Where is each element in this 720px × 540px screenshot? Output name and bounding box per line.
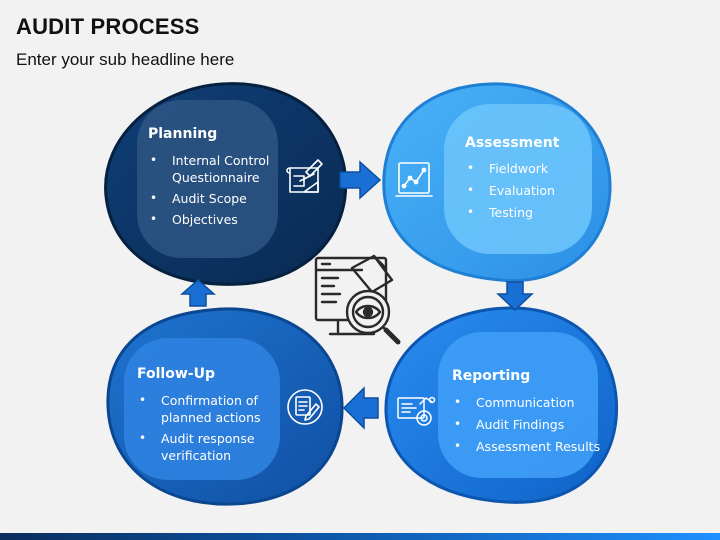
list-item: Internal Control Questionnaire (148, 152, 278, 186)
page-title: AUDIT PROCESS (16, 14, 200, 39)
planning-content: Planning Internal Control Questionnaire … (148, 126, 278, 232)
document-edit-icon (287, 389, 323, 425)
assessment-content: Assessment Fieldwork Evaluation Testing (465, 135, 585, 226)
audit-magnifier-eye-icon (314, 254, 401, 345)
report-dashboard-icon (397, 396, 436, 426)
arrow-left (342, 386, 379, 430)
planning-title: Planning (148, 126, 218, 142)
list-item: Evaluation (465, 182, 585, 199)
list-item: Fieldwork (465, 160, 585, 177)
assessment-list: Fieldwork Evaluation Testing (465, 160, 585, 221)
list-item: Communication (452, 394, 602, 411)
list-item: Objectives (148, 211, 278, 228)
list-item: Audit Findings (452, 416, 602, 433)
arrow-up (180, 279, 216, 307)
arrow-down (496, 281, 534, 312)
followup-list: Confirmation of planned actions Audit re… (137, 392, 267, 464)
followup-title: Follow-Up (137, 366, 215, 382)
followup-content: Follow-Up Confirmation of planned action… (137, 366, 267, 468)
arrow-right (339, 160, 382, 200)
bottom-accent-bar (0, 533, 720, 540)
reporting-list: Communication Audit Findings Assessment … (452, 394, 602, 455)
blueprint-icon (286, 159, 323, 193)
list-item: Testing (465, 204, 585, 221)
reporting-title: Reporting (452, 368, 531, 384)
page-subtitle: Enter your sub headline here (16, 50, 235, 69)
assessment-title: Assessment (465, 135, 560, 151)
list-item: Audit response verification (137, 430, 267, 464)
list-item: Audit Scope (148, 190, 278, 207)
presentation-chart-icon (395, 162, 433, 197)
planning-list: Internal Control Questionnaire Audit Sco… (148, 152, 278, 228)
list-item: Confirmation of planned actions (137, 392, 267, 426)
list-item: Assessment Results (452, 438, 602, 455)
reporting-content: Reporting Communication Audit Findings A… (452, 368, 602, 460)
